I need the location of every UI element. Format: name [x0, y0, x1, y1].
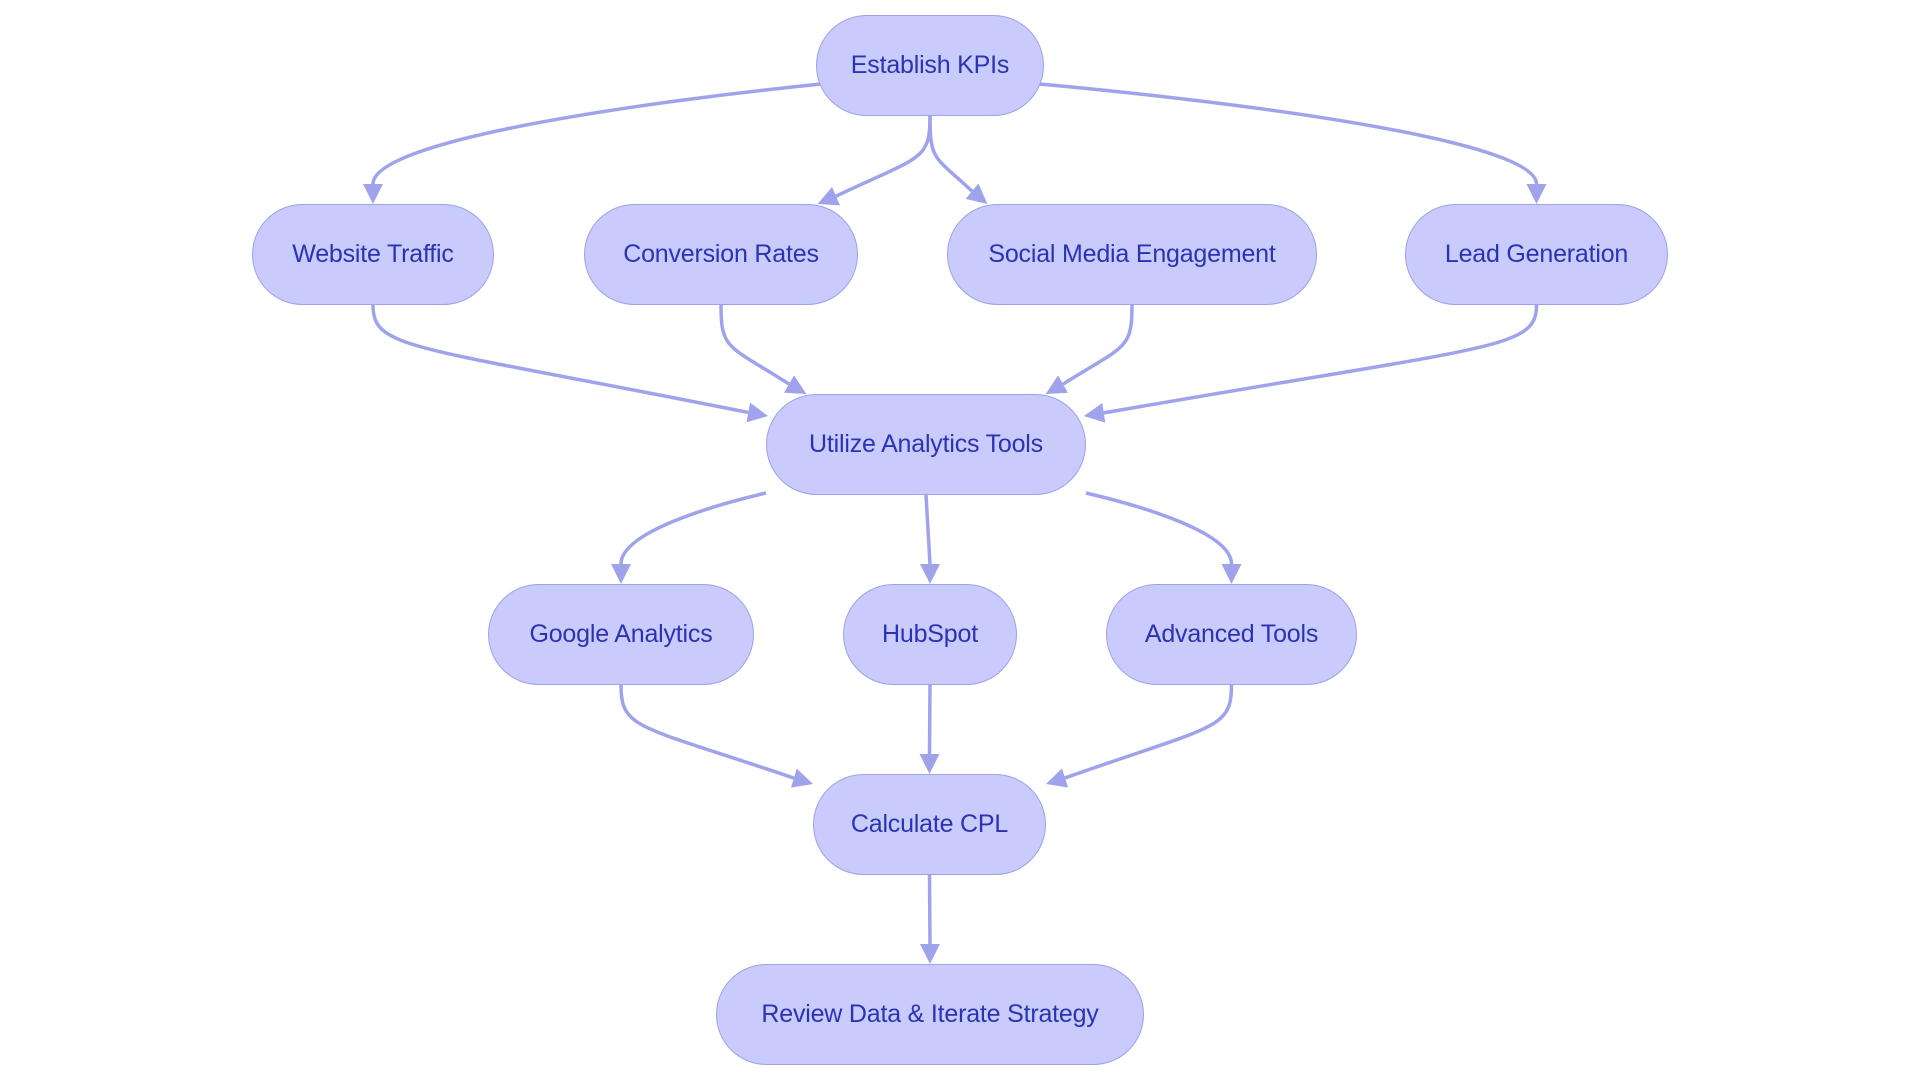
edge-hubspot-to-cpl	[927, 684, 932, 755]
node-label: Advanced Tools	[1144, 620, 1319, 648]
node-website-traffic[interactable]: Website Traffic	[252, 204, 494, 305]
arrowhead-kpis-to-conversion	[817, 186, 840, 206]
node-establish-kpis[interactable]: Establish KPIs	[816, 15, 1044, 116]
arrowhead-kpis-to-social	[965, 183, 988, 204]
node-calculate-cpl[interactable]: Calculate CPL	[813, 774, 1046, 875]
edge-kpis-to-traffic	[371, 81, 827, 185]
arrowhead-google-to-cpl	[790, 768, 813, 788]
node-social-media-engagement[interactable]: Social Media Engagement	[947, 204, 1317, 305]
edge-google-to-cpl	[619, 684, 795, 780]
node-hubspot[interactable]: HubSpot	[843, 584, 1017, 685]
edge-analytics-to-hubspot	[924, 494, 932, 565]
node-lead-generation[interactable]: Lead Generation	[1405, 204, 1668, 305]
node-label: Utilize Analytics Tools	[809, 430, 1043, 458]
node-utilize-analytics-tools[interactable]: Utilize Analytics Tools	[766, 394, 1086, 495]
edge-leadgen-to-analytics	[1103, 304, 1539, 415]
arrowhead-advanced-to-cpl	[1046, 768, 1069, 788]
edge-cpl-to-review	[927, 874, 932, 945]
node-label: Calculate CPL	[850, 810, 1009, 838]
arrowhead-kpis-to-traffic	[363, 184, 383, 204]
arrowhead-social-to-analytics	[1045, 375, 1068, 394]
arrowhead-hubspot-to-cpl	[919, 754, 940, 774]
node-label: Lead Generation	[1444, 240, 1629, 268]
arrowhead-conversion-to-analytics	[784, 375, 807, 394]
node-label: HubSpot	[882, 620, 978, 648]
edge-advanced-to-cpl	[1064, 684, 1234, 780]
arrowhead-leadgen-to-analytics	[1084, 403, 1106, 423]
node-label: Social Media Engagement	[988, 240, 1276, 268]
node-advanced-tools[interactable]: Advanced Tools	[1106, 584, 1357, 685]
edge-social-to-analytics	[1062, 304, 1134, 386]
arrowhead-analytics-to-google	[611, 564, 631, 584]
node-label: Website Traffic	[292, 240, 454, 268]
edge-kpis-to-conversion	[835, 115, 932, 198]
node-review-data-iterate-strategy[interactable]: Review Data & Iterate Strategy	[716, 964, 1144, 1065]
node-google-analytics[interactable]: Google Analytics	[488, 584, 754, 685]
edge-kpis-to-social	[928, 115, 974, 193]
node-label: Conversion Rates	[623, 240, 819, 268]
node-label: Establish KPIs	[850, 51, 1010, 79]
edge-conversion-to-analytics	[719, 304, 790, 386]
edge-kpis-to-leadgen	[1033, 81, 1539, 185]
arrowhead-analytics-to-advanced	[1221, 564, 1242, 584]
edge-traffic-to-analytics	[371, 304, 749, 415]
edge-analytics-to-advanced	[1085, 491, 1234, 565]
edge-analytics-to-google	[619, 491, 767, 565]
arrowhead-analytics-to-hubspot	[920, 564, 940, 584]
arrowhead-cpl-to-review	[920, 944, 940, 964]
node-label: Review Data & Iterate Strategy	[761, 1000, 1099, 1028]
arrowhead-kpis-to-leadgen	[1526, 184, 1547, 204]
arrowhead-traffic-to-analytics	[746, 402, 768, 423]
node-conversion-rates[interactable]: Conversion Rates	[584, 204, 858, 305]
node-label: Google Analytics	[529, 620, 713, 648]
